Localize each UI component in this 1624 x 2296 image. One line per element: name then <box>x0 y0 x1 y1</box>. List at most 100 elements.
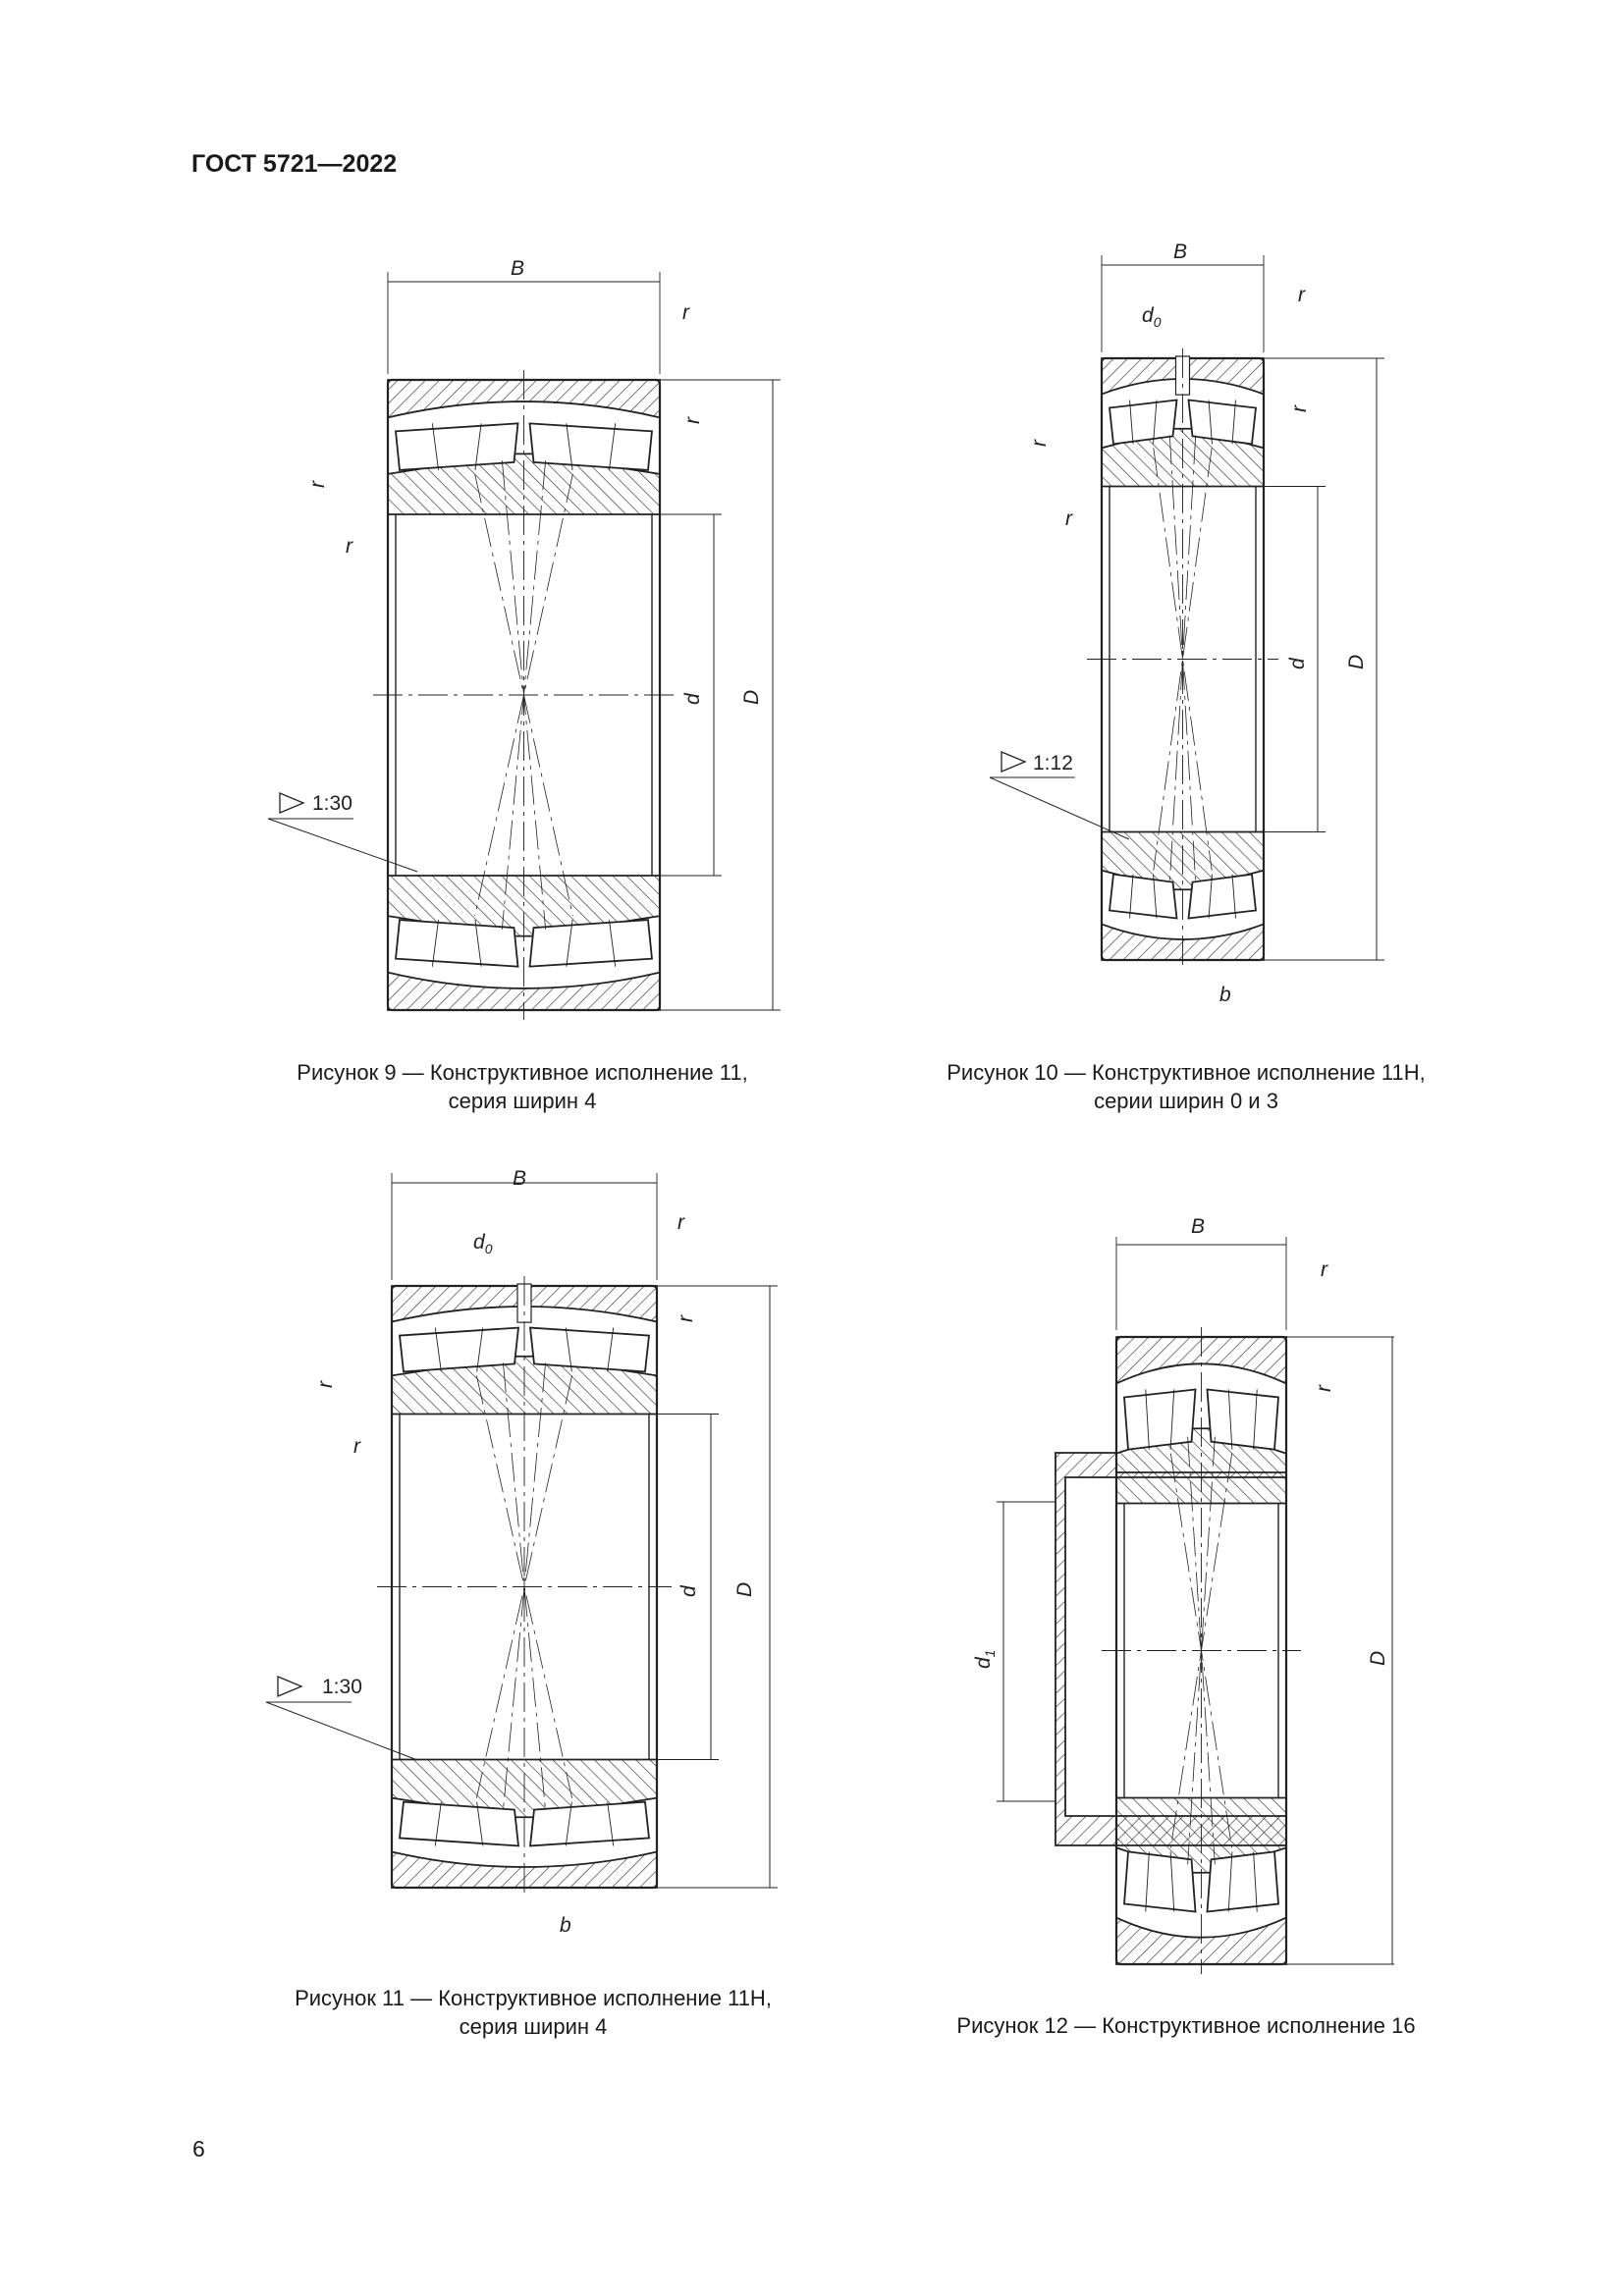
dim-r: r <box>314 1380 337 1388</box>
contact-line <box>1187 1436 1216 1865</box>
roller <box>1109 399 1178 446</box>
roller-line <box>1208 874 1213 919</box>
dim-D: D <box>733 1582 756 1597</box>
roller <box>528 1800 650 1847</box>
dim-r: r <box>1028 439 1051 447</box>
contact-line <box>476 1375 572 1798</box>
dim-d0: d0 <box>473 1231 493 1256</box>
roller <box>399 1326 520 1373</box>
roller-line <box>434 1327 442 1372</box>
figure-9-caption: Рисунок 9 — Конструктивное исполнение 11… <box>297 1060 748 1113</box>
roller-line <box>1169 1851 1175 1912</box>
roller-line <box>1227 1851 1233 1912</box>
figure-11-caption: Рисунок 11 — Конструктивное исполнение 1… <box>295 1986 772 2039</box>
dim-r: r <box>1313 1384 1335 1392</box>
figure-12-caption: Рисунок 12 — Конструктивное исполнение 1… <box>956 2013 1416 2038</box>
roller-line <box>1129 874 1134 919</box>
dim-r: r <box>1065 507 1073 530</box>
contact-line <box>1153 448 1213 871</box>
dim-d: d <box>677 1584 700 1597</box>
roller-line <box>566 920 573 967</box>
dim-b: b <box>1219 984 1231 1006</box>
leader-line <box>267 818 418 873</box>
roller-line <box>566 423 573 470</box>
roller-line <box>608 423 617 470</box>
roller-line <box>431 423 440 470</box>
roller-line <box>1145 1851 1150 1912</box>
taper-symbol <box>277 1676 303 1697</box>
taper-ratio: 1:30 <box>322 1676 362 1698</box>
roller-line <box>474 920 482 967</box>
dim-D: D <box>1345 655 1368 669</box>
outer-ring <box>1115 1336 1287 1385</box>
roller <box>1109 873 1178 920</box>
taper-symbol <box>1001 751 1027 773</box>
roller-line <box>608 920 617 967</box>
dim-r: r <box>353 1435 361 1458</box>
dim-B: B <box>1173 240 1187 263</box>
roller <box>528 422 653 471</box>
roller-line <box>434 1801 442 1846</box>
roller-line <box>1153 874 1158 919</box>
dim-r: r <box>346 535 353 558</box>
roller-line <box>476 1327 484 1372</box>
taper-ratio: 1:12 <box>1033 752 1073 774</box>
roller-line <box>431 920 440 967</box>
contact-line <box>1168 435 1197 883</box>
roller-line <box>476 1801 484 1846</box>
outer-ring <box>387 971 661 1011</box>
dim-B: B <box>513 1167 526 1190</box>
adapter-sleeve <box>1055 1452 1287 1846</box>
roller <box>1123 1850 1197 1913</box>
page-number: 6 <box>192 2136 205 2162</box>
contact-line <box>1169 1453 1233 1848</box>
dim-d: d <box>1286 657 1309 669</box>
dim-D: D <box>740 690 763 705</box>
roller <box>399 1800 520 1847</box>
dim-r: r <box>682 301 690 324</box>
dim-r: r <box>1321 1258 1328 1281</box>
figure-10-labels: B d0 r r r r d D 1:12 b <box>1028 240 1368 1006</box>
roller <box>395 422 519 471</box>
dim-r: r <box>675 1314 697 1322</box>
roller <box>1187 399 1257 446</box>
roller-line <box>474 423 482 470</box>
roller-line <box>607 1801 615 1846</box>
contact-line <box>1168 435 1197 883</box>
roller-line <box>607 1327 615 1372</box>
contact-line <box>1153 448 1213 871</box>
roller-line <box>1208 400 1213 445</box>
dim-b: b <box>560 1914 571 1937</box>
roller-line <box>1153 400 1158 445</box>
figure-10-caption: Рисунок 10 — Конструктивное исполнение 1… <box>947 1060 1426 1113</box>
taper-ratio: 1:30 <box>312 792 352 815</box>
roller <box>1123 1388 1197 1451</box>
dim-d: d <box>681 692 704 705</box>
dim-r: r <box>306 480 329 488</box>
figure-9-labels: B r r r r d D 1:30 <box>306 257 763 815</box>
roller <box>528 919 653 968</box>
dim-d1: d1 <box>972 1650 998 1669</box>
roller <box>1206 1850 1279 1913</box>
taper-symbol <box>279 792 305 814</box>
figure-11-labels: B d0 r r r r d D 1:30 b <box>314 1167 756 1937</box>
dim-r: r <box>677 1211 685 1234</box>
contact-line <box>1187 1436 1216 1865</box>
roller-line <box>1231 874 1236 919</box>
roller-line <box>1145 1389 1150 1450</box>
roller <box>395 919 519 968</box>
roller-line <box>1253 1389 1258 1450</box>
leader-line <box>265 1701 418 1761</box>
dim-r: r <box>1288 404 1311 412</box>
dim-r: r <box>1298 284 1306 306</box>
roller-line <box>1231 400 1236 445</box>
dim-B: B <box>1191 1215 1205 1238</box>
roller <box>1206 1388 1279 1451</box>
contact-line <box>503 1362 546 1811</box>
dim-D: D <box>1367 1651 1389 1666</box>
dim-d0: d0 <box>1142 304 1162 330</box>
document-header: ГОСТ 5721—2022 <box>191 150 398 178</box>
roller-line <box>565 1801 572 1846</box>
dim-B: B <box>511 257 524 280</box>
